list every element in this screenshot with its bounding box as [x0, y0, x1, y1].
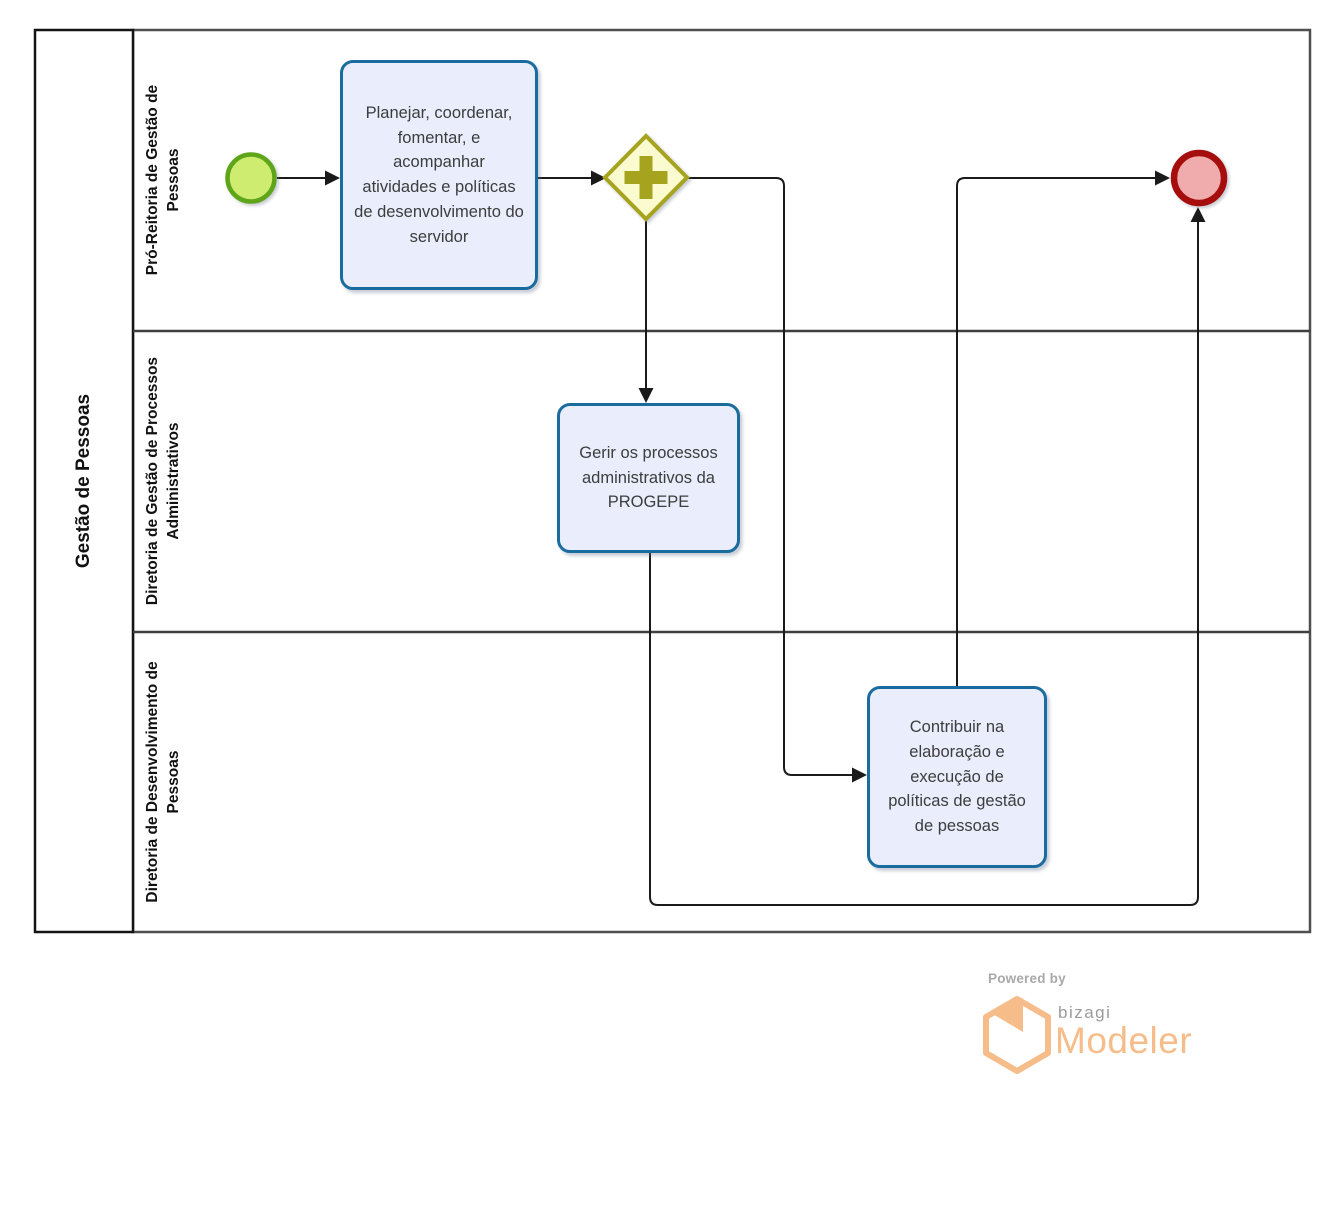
powered-by-label: Powered by	[988, 971, 1066, 986]
task-gerir-label: Gerir os processos administrativos da PR…	[579, 443, 718, 512]
lane-label-gestao-processos: Diretoria de Gestão de Processos Adminis…	[144, 356, 182, 606]
modeler-product-label[interactable]: Modeler	[1055, 1020, 1193, 1061]
arrowhead	[638, 388, 654, 403]
end-event[interactable]	[1170, 149, 1228, 207]
task-planejar-label: Planejar, coordenar, fomentar, e acompan…	[354, 103, 524, 246]
flow-gerir-to-end	[649, 221, 1199, 906]
arrowhead	[852, 767, 867, 783]
task-gerir[interactable]: Gerir os processos administrativos da PR…	[557, 403, 740, 553]
flow-gateway-to-contribuir	[687, 177, 853, 776]
task-contribuir-label: Contribuir na elaboração e execução de p…	[888, 718, 1026, 836]
pool-frame	[33, 28, 1312, 934]
lane-label-desenvolvimento: Diretoria de Desenvolvimento de Pessoas	[144, 661, 182, 903]
task-contribuir[interactable]: Contribuir na elaboração e execução de p…	[867, 686, 1047, 868]
lane-label-pro-reitoria: Pró-Reitoria de Gestão de Pessoas	[144, 84, 182, 276]
pool-title: Gestão de Pessoas	[73, 393, 94, 569]
arrowhead	[1155, 170, 1170, 186]
task-planejar[interactable]: Planejar, coordenar, fomentar, e acompan…	[340, 60, 538, 290]
flow-arrowheads	[325, 170, 1206, 783]
flow-contribuir-to-end	[956, 177, 1156, 686]
arrowhead	[1190, 207, 1206, 222]
arrowhead	[591, 170, 606, 186]
arrowhead	[325, 170, 340, 186]
bizagi-logo-icon[interactable]	[983, 996, 1051, 1074]
sequence-flows	[277, 177, 1199, 906]
bizagi-brand-label[interactable]: bizagi	[1058, 1003, 1112, 1022]
parallel-gateway[interactable]	[602, 133, 690, 222]
plus-icon	[624, 156, 668, 199]
start-event[interactable]	[225, 152, 277, 204]
